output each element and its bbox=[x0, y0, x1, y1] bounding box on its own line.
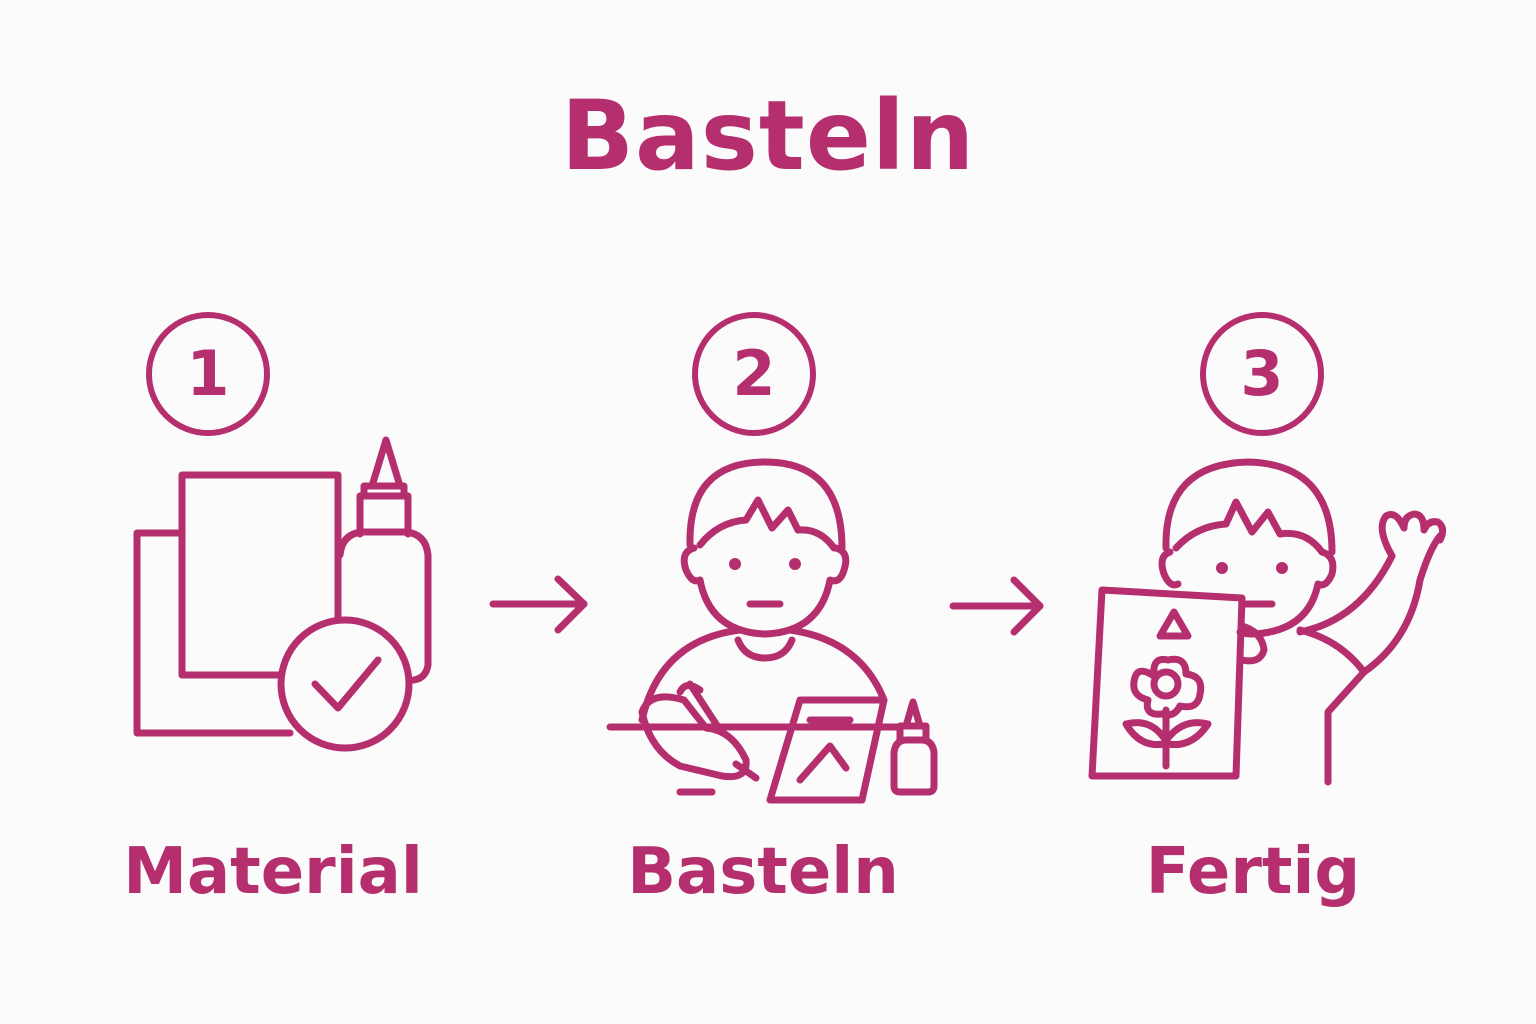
step-3-number: 3 bbox=[1240, 337, 1284, 410]
step-1-label: Material bbox=[123, 835, 423, 909]
step-2-number-circle: 2 bbox=[692, 312, 816, 436]
step-1-number-circle: 1 bbox=[146, 312, 270, 436]
step-3-label: Fertig bbox=[1145, 835, 1361, 909]
step-1-number: 1 bbox=[186, 337, 230, 410]
step-2-number: 2 bbox=[732, 337, 776, 410]
diagram-title: Basteln bbox=[560, 80, 976, 192]
step-3-number-circle: 3 bbox=[1200, 312, 1324, 436]
step-2-label: Basteln bbox=[627, 835, 899, 909]
